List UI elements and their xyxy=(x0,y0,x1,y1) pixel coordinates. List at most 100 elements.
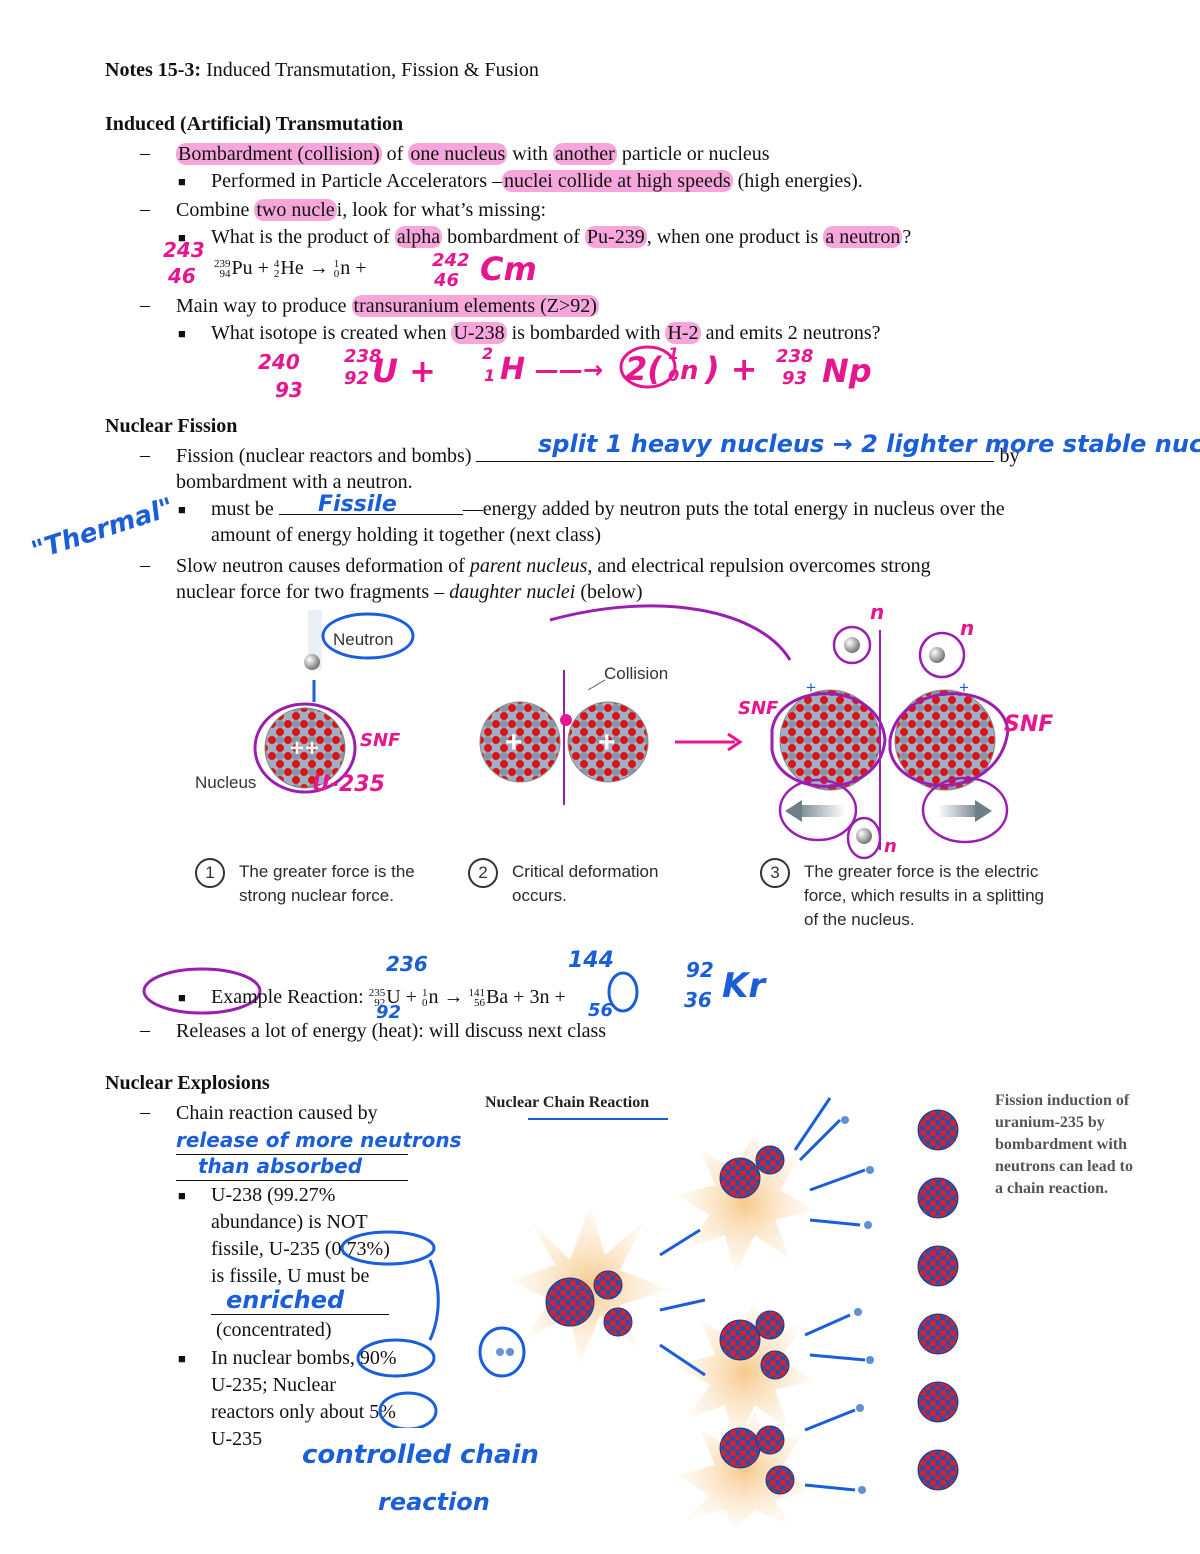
uranium-nucleus xyxy=(545,1277,595,1327)
hand-n: n xyxy=(680,356,699,386)
neutron-particle xyxy=(866,1356,874,1364)
chain-caption: Fission induction of uranium-235 by bomb… xyxy=(995,1092,1133,1197)
bullet-releases: Releases a lot of energy (heat): will di… xyxy=(176,1020,607,1042)
section-heading-transmutation: Induced (Artificial) Transmutation xyxy=(105,113,404,135)
bullet-dash: – xyxy=(140,1019,150,1041)
svg-text:+: + xyxy=(290,735,304,762)
hand-circle-coef xyxy=(607,971,639,1013)
uranium-nucleus xyxy=(593,1270,623,1300)
neutron-particle xyxy=(506,1348,514,1356)
hand-242: 242 xyxy=(432,250,470,271)
hand-np-93: 93 xyxy=(782,368,808,389)
bullet-bombs-b: U-235; Nuclear xyxy=(211,1374,336,1396)
hand-92b: 92 xyxy=(686,958,714,982)
hand-underline-chain xyxy=(528,1118,668,1120)
nucleus-stage1 xyxy=(264,707,346,789)
bullet-fissile-cont: amount of energy holding it together (ne… xyxy=(211,524,602,546)
bullet-fission-cont: bombardment with a neutron. xyxy=(176,471,413,493)
bullet-dash: – xyxy=(140,198,150,220)
hand-snf-3: SNF xyxy=(1004,712,1054,737)
hand-snf-2: SNF xyxy=(738,698,779,719)
hand-np: Np xyxy=(822,352,872,390)
step-caption-2: Critical deformation occurs. xyxy=(512,862,659,905)
hand-46b: 46 xyxy=(434,270,460,291)
bullet-question-alpha: What is the product of alpha bombardment… xyxy=(211,226,912,248)
bullet-slow-neutron: Slow neutron causes deformation of paren… xyxy=(176,555,931,577)
bullet-bombs-d: U-235 xyxy=(211,1428,263,1450)
label-neutron: Neutron xyxy=(333,630,394,649)
uranium-nuclei xyxy=(506,1109,959,1495)
hand-controlled-chain: controlled chain xyxy=(302,1440,539,1470)
chain-title: Nuclear Chain Reaction xyxy=(485,1094,650,1111)
bullet-u238-e: (concentrated) xyxy=(216,1319,332,1341)
uranium-nucleus xyxy=(603,1307,633,1337)
bullet-dash: – xyxy=(140,444,150,466)
step-number-3: 3 xyxy=(760,858,790,888)
starbursts xyxy=(510,1130,815,1530)
fragment-right xyxy=(894,689,996,791)
answer-line-2 xyxy=(176,1180,408,1181)
neutron-particle xyxy=(866,1166,874,1174)
bullet-fissile: must be —energy added by neutron puts th… xyxy=(211,498,1005,520)
hand-n-mass: 1 xyxy=(668,344,680,363)
svg-text:+: + xyxy=(505,726,523,759)
neutron-particle xyxy=(858,1486,866,1494)
hand-n-bottom: n xyxy=(884,836,897,857)
plus-left: + xyxy=(806,678,816,697)
hand-93: 93 xyxy=(275,378,303,402)
label-nucleus: Nucleus xyxy=(195,773,257,792)
bullet-dash: – xyxy=(140,142,150,164)
uranium-nucleus-product xyxy=(917,1313,959,1355)
uranium-nucleus xyxy=(719,1319,761,1361)
hand-arrow: ——→ xyxy=(535,356,604,384)
plus-right: + xyxy=(959,678,969,697)
bullet-transuranium: Main way to produce transuranium element… xyxy=(176,295,599,317)
bullet-bombs-c: reactors only about 5% xyxy=(211,1401,396,1423)
neutron-particle xyxy=(864,1221,872,1229)
uranium-nucleus-product xyxy=(917,1109,959,1151)
bullet-slow-neutron-cont: nuclear force for two fragments – daught… xyxy=(176,581,643,603)
hand-split-definition: split 1 heavy nucleus → 2 lighter more s… xyxy=(538,430,1200,458)
neutron-particle xyxy=(841,1116,849,1124)
hand-144: 144 xyxy=(568,948,614,973)
bullet-square: ■ xyxy=(178,326,186,341)
hand-92: 92 xyxy=(344,368,370,389)
bullet-question-u238: What isotope is created when U-238 is bo… xyxy=(211,322,881,344)
bullet-square: ■ xyxy=(178,990,186,1005)
hand-cm: Cm xyxy=(480,250,537,288)
uranium-nucleus xyxy=(765,1465,795,1495)
hand-h-mass: 2 xyxy=(482,344,494,363)
neutron-ball xyxy=(304,654,320,670)
hand-thermal: "Thermal" xyxy=(28,492,178,567)
hand-240: 240 xyxy=(258,350,300,374)
bullet-square: ■ xyxy=(178,230,186,245)
step-number-1: 1 xyxy=(195,858,225,888)
hand-fissile: Fissile xyxy=(318,492,397,517)
hand-kr: Kr xyxy=(722,966,766,1006)
bullet-square: ■ xyxy=(178,1351,186,1366)
bullet-fission-def: Fission (nuclear reactors and bombs) by xyxy=(176,445,1020,467)
bullet-dash: – xyxy=(140,554,150,576)
hand-56: 56 xyxy=(588,1000,614,1021)
label-collision: Collision xyxy=(604,664,669,683)
hand-92: 92 xyxy=(376,1002,402,1023)
hand-enriched: enriched xyxy=(226,1286,345,1314)
hand-circle-2n xyxy=(619,345,677,389)
hand-h: H xyxy=(500,352,526,387)
hand-snf-1: SNF xyxy=(360,730,401,751)
step-caption-3: The greater force is the electric force,… xyxy=(804,862,1044,929)
bullet-u238-d: is fissile, U must be xyxy=(211,1265,370,1287)
hand-h-z: 1 xyxy=(484,366,496,385)
hand-u235: U-235 xyxy=(312,772,385,797)
section-heading-explosions: Nuclear Explosions xyxy=(105,1072,270,1094)
fission-figure: + + + + xyxy=(253,604,1010,860)
hand-release-more: release of more neutrons xyxy=(176,1128,462,1152)
neutron-arrows xyxy=(659,1097,866,1492)
hand-circle-neutron xyxy=(478,1326,526,1378)
hand-np-238: 238 xyxy=(776,346,814,367)
hand-circle-example xyxy=(142,967,262,1015)
chain-reaction-diagram xyxy=(478,1097,959,1530)
